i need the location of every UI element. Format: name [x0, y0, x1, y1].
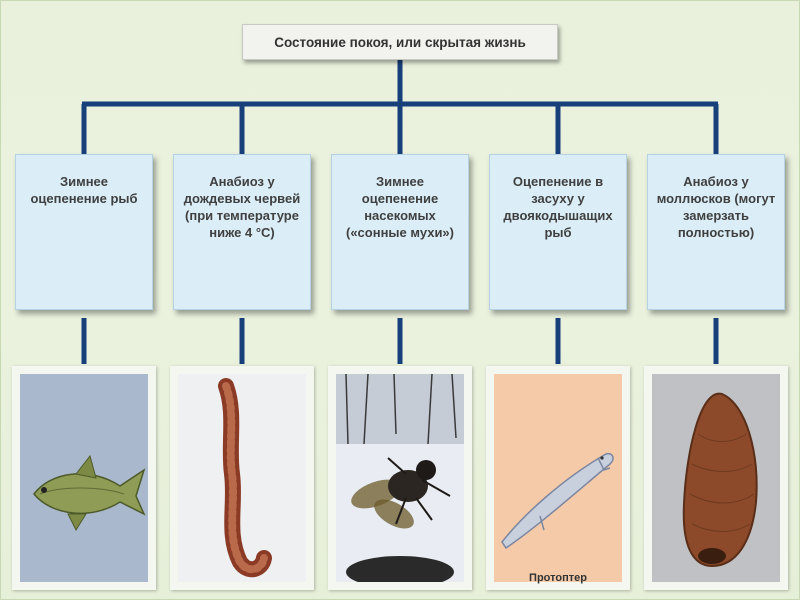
category-card-fish: Зимнее оцепенение рыб: [15, 154, 153, 310]
earthworm-illustration: [178, 374, 306, 582]
photo-slug: [644, 366, 788, 590]
category-card-insects: Зимнее оцепенение насекомых («сонные мух…: [331, 154, 469, 310]
photo-earthworm: [170, 366, 314, 590]
fish-illustration: [20, 374, 148, 582]
category-card-mollusks: Анабиоз у моллюсков (могут замерзать пол…: [647, 154, 785, 310]
photo-lungfish: Протоптер: [486, 366, 630, 590]
slug-illustration: [652, 374, 780, 582]
category-card-earthworm: Анабиоз у дождевых червей (при температу…: [173, 154, 311, 310]
fly-illustration: [336, 374, 464, 582]
lungfish-illustration: [494, 374, 622, 582]
photo-fish: [12, 366, 156, 590]
diagram-title: Состояние покоя, или скрытая жизнь: [242, 24, 558, 60]
photo-fly: [328, 366, 472, 590]
category-card-lungfish: Оцепенение в засуху у двоякодышащих рыб: [489, 154, 627, 310]
photo-caption-lungfish: Протоптер: [486, 572, 630, 584]
